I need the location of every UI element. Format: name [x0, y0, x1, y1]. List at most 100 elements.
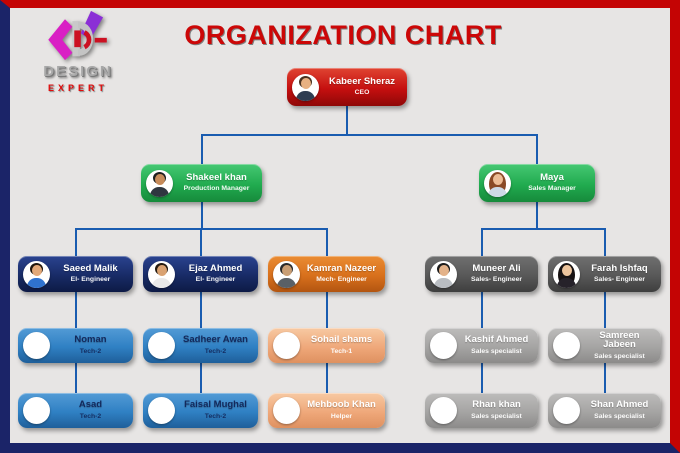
avatar-photo: [273, 260, 300, 288]
person-name: Shan Ahmed: [590, 399, 649, 411]
person-title: El- Engineer: [195, 276, 236, 284]
connector-line: [536, 135, 538, 164]
design-expert-monogram-icon: [48, 10, 107, 61]
connector-line: [603, 229, 606, 256]
connector-line: [200, 134, 538, 136]
connector-line: [480, 363, 483, 393]
avatar-photo: [23, 260, 50, 288]
avatar-placeholder: [430, 397, 457, 424]
person-name: Farah Ishfaq: [591, 262, 648, 274]
connector-line: [325, 292, 328, 328]
avatar-placeholder: [430, 332, 457, 359]
person-name: Rhan khan: [472, 399, 521, 411]
connector-line: [199, 229, 202, 256]
person-title: Sales specialist: [471, 347, 522, 355]
avatar-placeholder: [23, 397, 50, 424]
person-title: Sales- Engineer: [594, 276, 645, 284]
page-title: ORGANIZATION CHART: [184, 20, 502, 50]
person-name: Kamran Nazeer: [306, 262, 377, 274]
connector-line: [325, 229, 328, 256]
person-title: Tech-1: [330, 347, 353, 355]
avatar-placeholder: [23, 332, 50, 359]
person-name: Noman: [74, 334, 107, 346]
connector-line: [603, 292, 606, 328]
connector-line: [199, 292, 202, 328]
person-title: El- Engineer: [70, 276, 111, 284]
person-title: Sales specialist: [594, 352, 645, 360]
avatar-placeholder: [148, 397, 175, 424]
avatar-placeholder: [553, 332, 580, 359]
person-name: Faisal Mughal: [184, 399, 247, 411]
person-name: Asad: [78, 399, 103, 411]
logo-design-text: DESIGN: [43, 63, 113, 80]
connector-line: [325, 363, 328, 393]
person-name: Ejaz Ahmed: [188, 262, 243, 274]
avatar-photo: [146, 169, 173, 197]
person-name: Shakeel khan: [186, 171, 247, 183]
connector-line: [74, 229, 77, 256]
avatar-photo: [430, 260, 457, 288]
connector-line: [480, 228, 606, 230]
person-name: Saeed Malik: [63, 262, 118, 274]
logo-expert-text: EXPERT: [47, 83, 108, 93]
connector-line: [480, 229, 483, 256]
connector-line: [480, 292, 483, 328]
person-title: Mech- Engineer: [316, 276, 367, 284]
connector-line: [536, 202, 538, 229]
person-name: Muneer Ali: [472, 262, 521, 274]
avatar-placeholder: [273, 332, 300, 359]
person-name: Samreen Jabeen: [599, 329, 640, 351]
connector-line: [74, 292, 77, 328]
connector-line: [199, 363, 202, 393]
person-name: Mehboob Khan: [307, 399, 376, 411]
person-title: Sales specialist: [594, 412, 645, 420]
avatar-photo: [484, 169, 511, 197]
avatar-photo: [148, 260, 175, 288]
person-title: Helper: [330, 412, 353, 420]
person-title: Tech-2: [204, 412, 227, 420]
person-title: Sales Manager: [528, 185, 576, 193]
person-title: Tech-2: [79, 347, 102, 355]
person-title: CEO: [354, 89, 370, 97]
avatar-photo: [292, 73, 319, 101]
avatar-photo: [553, 260, 580, 288]
person-title: Tech-2: [204, 347, 227, 355]
connector-line: [200, 202, 203, 229]
person-title: Sales specialist: [471, 412, 522, 420]
person-title: Sales- Engineer: [471, 276, 522, 284]
connector-line: [74, 363, 77, 393]
connector-line: [200, 135, 203, 164]
avatar-placeholder: [553, 397, 580, 424]
person-name: Sadheer Awan: [183, 334, 248, 346]
person-name: Sohail shams: [310, 334, 373, 346]
design-expert-logo: DESIGN EXPERT: [26, 10, 130, 93]
avatar-placeholder: [273, 397, 300, 424]
person-title: Tech-2: [79, 412, 102, 420]
connector-line: [346, 106, 348, 135]
person-name: Maya: [540, 171, 564, 183]
person-name: Kashif Ahmed: [464, 334, 529, 346]
connector-line: [603, 363, 606, 393]
avatar-placeholder: [148, 332, 175, 359]
